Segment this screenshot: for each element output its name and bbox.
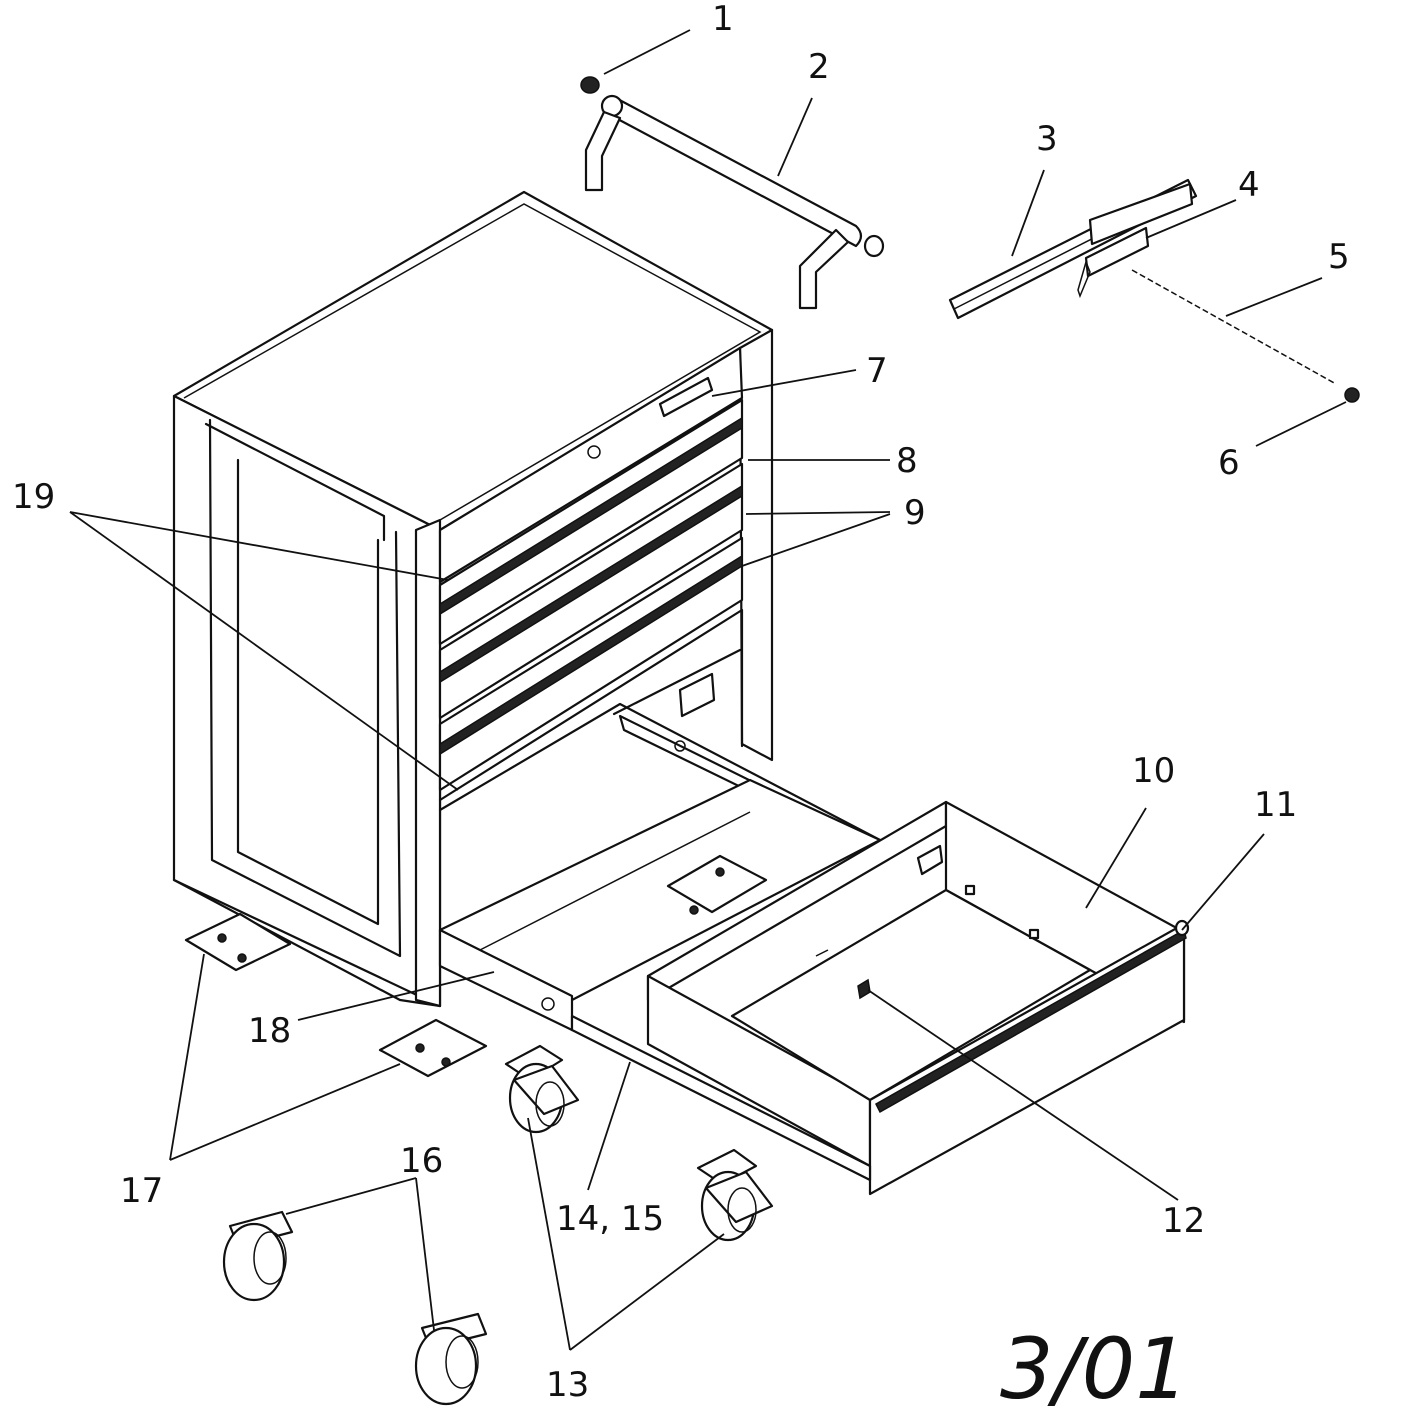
callout-13: 13 xyxy=(546,1365,589,1405)
callout-17: 17 xyxy=(120,1171,163,1211)
caster-front-left xyxy=(504,1044,580,1134)
callout-18: 18 xyxy=(248,1011,291,1051)
callout-10: 10 xyxy=(1132,751,1175,791)
callout-11: 11 xyxy=(1254,785,1297,825)
callout-6: 6 xyxy=(1218,443,1240,483)
callout-7: 7 xyxy=(866,351,888,391)
callout-4: 4 xyxy=(1238,165,1260,205)
bottom-drawer xyxy=(570,800,1190,1196)
caster-brake-upper xyxy=(222,1210,294,1302)
callout-5: 5 xyxy=(1328,237,1350,277)
callout-8: 8 xyxy=(896,441,918,481)
callout-16: 16 xyxy=(400,1141,443,1181)
callout-9: 9 xyxy=(904,493,926,533)
caster-plate-left xyxy=(184,912,292,972)
callout-labels: 1 2 3 4 5 6 7 8 9 10 11 12 13 14, 15 16 … xyxy=(12,0,1350,1405)
caster-brake-lower xyxy=(414,1312,488,1406)
callout-2: 2 xyxy=(808,47,830,87)
leader-lines xyxy=(69,29,1347,1351)
caster-front-right xyxy=(696,1148,774,1242)
callout-12: 12 xyxy=(1162,1201,1205,1241)
caster-plate-right xyxy=(378,1018,488,1078)
drawer-slide-assembly xyxy=(948,178,1360,403)
callout-3: 3 xyxy=(1036,119,1058,159)
cabinet-body xyxy=(172,190,882,1032)
callout-19: 19 xyxy=(12,477,55,517)
callout-1: 1 xyxy=(712,0,734,39)
handle-assembly xyxy=(580,76,885,310)
revision-date: 3/01 xyxy=(1000,1320,1189,1406)
upper-drawers xyxy=(438,398,744,792)
callout-14-15: 14, 15 xyxy=(556,1199,664,1239)
